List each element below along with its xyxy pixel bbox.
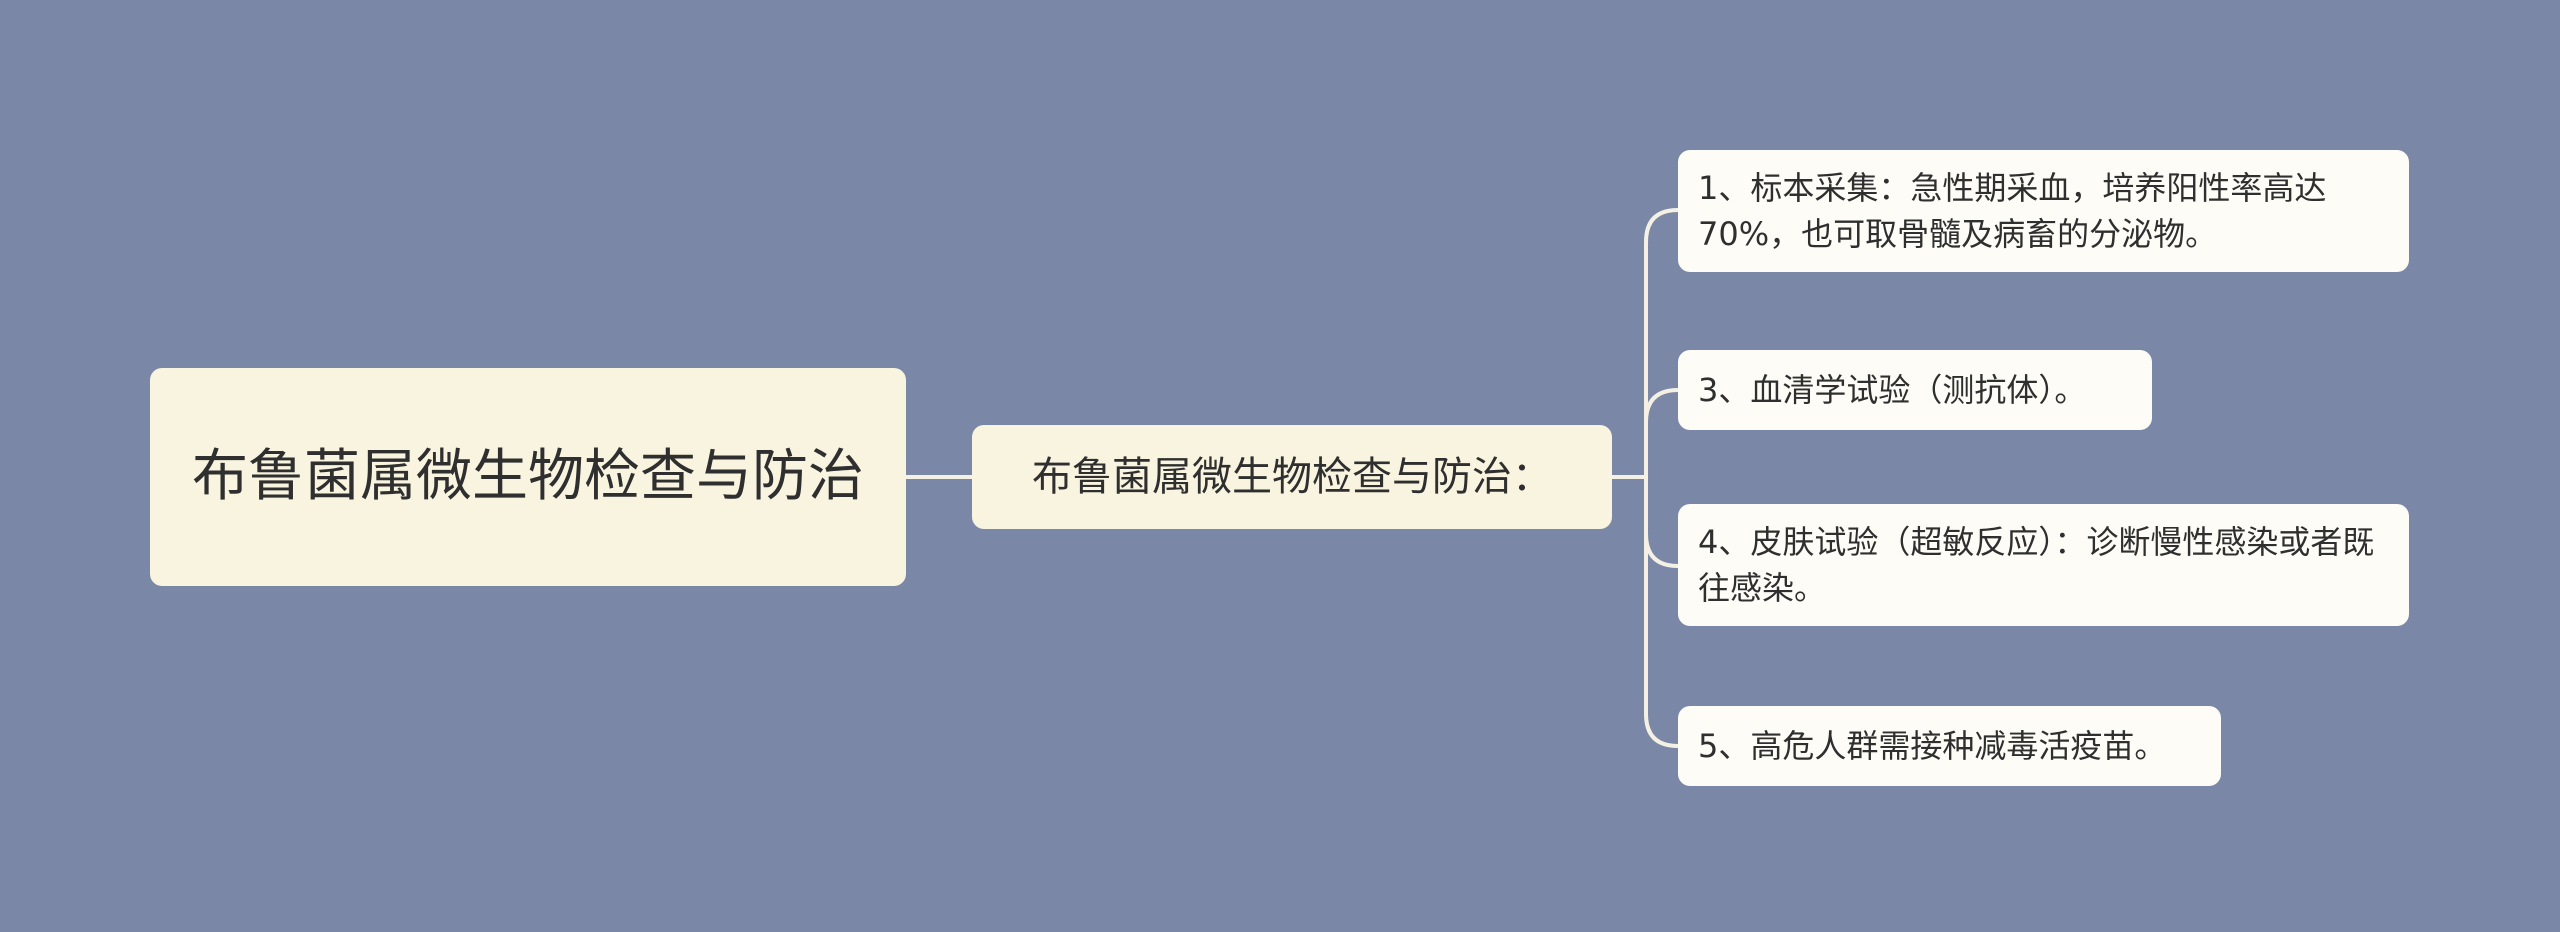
leaf-text-4: 5、高危人群需接种减毒活疫苗。: [1698, 727, 2167, 765]
leaf-text-1: 1、标本采集：急性期采血，培养阳性率高达70%，也可取骨髓及病畜的分泌物。: [1698, 169, 2327, 253]
leaf-text-2: 3、血清学试验（测抗体）。: [1698, 371, 2087, 409]
root-node[interactable]: 布鲁菌属微生物检查与防治: [150, 368, 906, 586]
leaf-text-3: 4、皮肤试验（超敏反应）：诊断慢性感染或者既往感染。: [1698, 523, 2375, 607]
leaf-node-3[interactable]: 4、皮肤试验（超敏反应）：诊断慢性感染或者既往感染。: [1678, 504, 2409, 626]
leaf-node-2[interactable]: 3、血清学试验（测抗体）。: [1678, 350, 2152, 430]
branch-title: 布鲁菌属微生物检查与防治：: [1032, 454, 1552, 500]
connector-trunk: [1644, 208, 1679, 748]
root-title: 布鲁菌属微生物检查与防治: [192, 444, 864, 509]
connector-to-item-3: [1644, 533, 1679, 568]
branch-node[interactable]: 布鲁菌属微生物检查与防治：: [972, 425, 1612, 529]
leaf-node-1[interactable]: 1、标本采集：急性期采血，培养阳性率高达70%，也可取骨髓及病畜的分泌物。: [1678, 150, 2409, 272]
connector-to-item-2: [1644, 388, 1679, 423]
leaf-node-4[interactable]: 5、高危人群需接种减毒活疫苗。: [1678, 706, 2221, 786]
